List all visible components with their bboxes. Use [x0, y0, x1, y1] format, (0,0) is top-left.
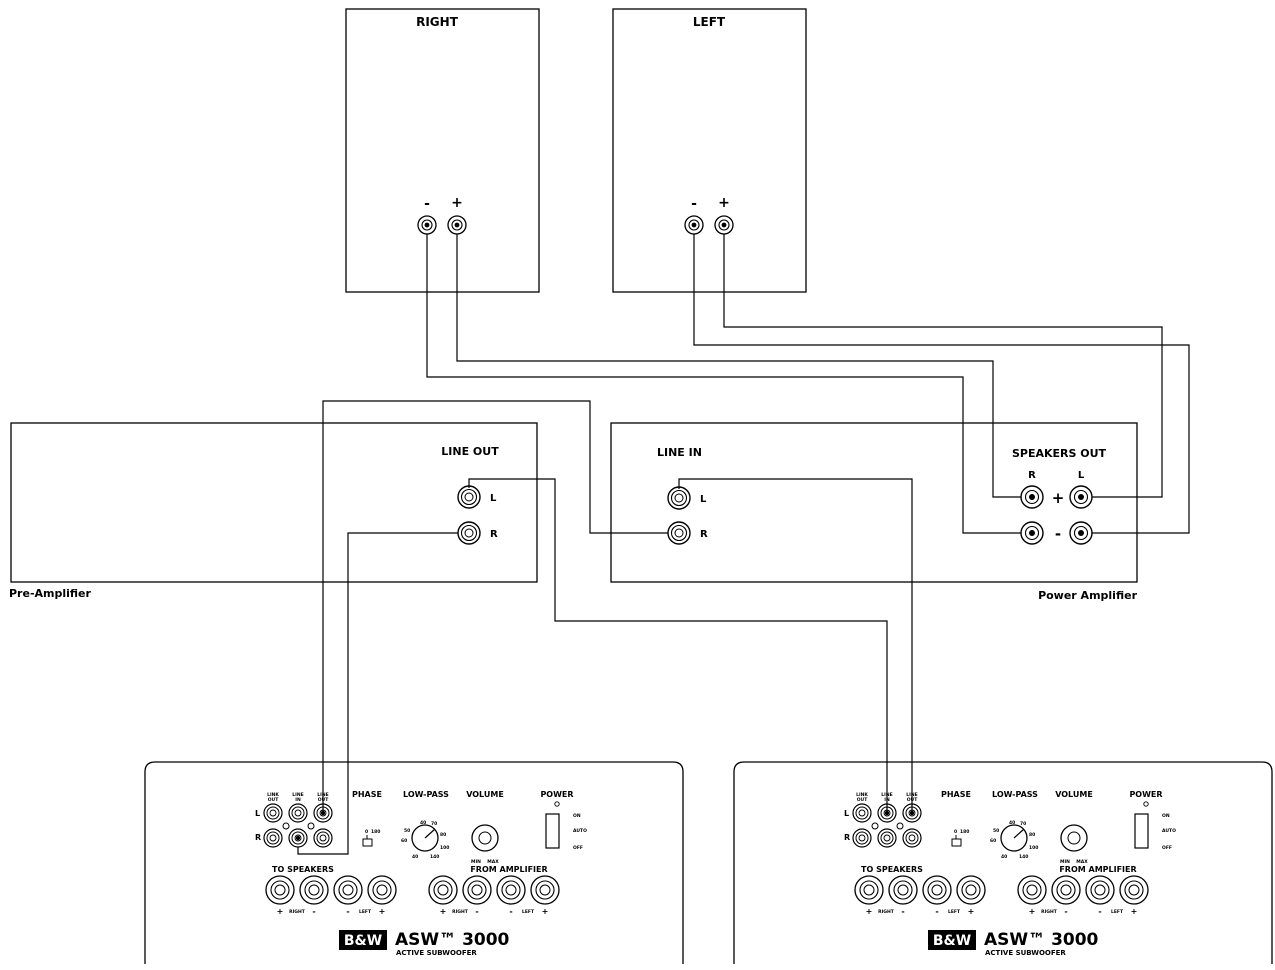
power-amplifier: LINE IN L R SPEAKERS OUT R L + - [610, 422, 1138, 602]
left-speaker-plus-terminal[interactable] [714, 215, 734, 235]
subwoofer-subtitle: ACTIVE SUBWOOFER [396, 949, 477, 957]
subwoofer-model: ASW™ 3000 [395, 930, 510, 950]
speakers-out-minus-label: - [1055, 525, 1061, 543]
wire-right-speaker-minus [426, 234, 1021, 534]
left-speaker: LEFT - + [612, 8, 807, 293]
subwoofer-subtitle: ACTIVE SUBWOOFER [985, 949, 1066, 957]
pre-amplifier-name: Pre-Amplifier [9, 587, 92, 600]
wire-end-dot [295, 835, 301, 841]
speakers-out-l-plus-terminal[interactable] [1069, 485, 1093, 509]
wire-end-dot [884, 810, 890, 816]
pre-amplifier-chassis [10, 422, 538, 583]
speakers-out-r-minus-terminal[interactable] [1020, 521, 1044, 545]
right-speaker-plus-label: + [451, 195, 463, 211]
right-speaker-cabinet [345, 8, 540, 293]
wire-end-dot [320, 810, 326, 816]
speakers-out-label: SPEAKERS OUT [1012, 447, 1107, 460]
power-amplifier-line-in-l-jack[interactable] [667, 486, 691, 510]
subwoofer-model: ASW™ 3000 [984, 930, 1099, 950]
bw-logo [928, 930, 976, 950]
power-amplifier-r-label: R [700, 529, 708, 540]
wire-left-speaker-minus [693, 234, 1190, 534]
wire-amp-l-to-sub2 [678, 478, 913, 813]
power-amplifier-name: Power Amplifier [1038, 589, 1138, 602]
left-speaker-title: LEFT [693, 15, 726, 29]
wire-preamp-l-to-sub2 [468, 478, 888, 813]
speakers-out-l-minus-terminal[interactable] [1069, 521, 1093, 545]
left-speaker-plus-label: + [718, 195, 730, 211]
left-speaker-cabinet [612, 8, 807, 293]
bw-logo [339, 930, 387, 950]
bw-logo-text: B&W [933, 933, 971, 949]
power-amplifier-l-label: L [700, 494, 707, 505]
pre-amplifier: LINE OUT L R Pre-Amplifier [9, 422, 538, 600]
wire-preamp-r-to-sub [297, 532, 458, 855]
left-speaker-minus-label: - [691, 196, 697, 212]
power-amplifier-line-in-label: LINE IN [657, 446, 702, 459]
right-speaker-minus-label: - [424, 196, 430, 212]
wire-left-speaker-plus [723, 234, 1163, 498]
pre-amplifier-line-out-r-jack[interactable] [457, 521, 481, 545]
speakers-out-r-label: R [1028, 470, 1036, 481]
wire-end-dot [909, 810, 915, 816]
subwoofer-left: B&W ASW™ 3000 ACTIVE SUBWOOFER [144, 761, 684, 965]
bw-logo-text: B&W [344, 933, 382, 949]
right-speaker: RIGHT - + [345, 8, 540, 293]
power-amplifier-chassis [610, 422, 1138, 583]
pre-amplifier-l-label: L [490, 493, 497, 504]
power-amplifier-line-in-r-jack[interactable] [667, 521, 691, 545]
pre-amplifier-line-out-label: LINE OUT [441, 445, 499, 458]
wiring [297, 234, 1190, 855]
speakers-out-plus-label: + [1052, 489, 1065, 507]
pre-amplifier-r-label: R [490, 529, 498, 540]
wire-sub-lineout-to-amp-r [322, 400, 668, 813]
pre-amplifier-line-out-l-jack[interactable] [457, 485, 481, 509]
left-speaker-minus-terminal[interactable] [684, 215, 704, 235]
subwoofer-right: B&W ASW™ 3000 ACTIVE SUBWOOFER [733, 761, 1273, 965]
right-speaker-plus-terminal[interactable] [447, 215, 467, 235]
wire-right-speaker-plus [456, 234, 1021, 498]
speakers-out-l-label: L [1078, 470, 1085, 481]
right-speaker-minus-terminal[interactable] [417, 215, 437, 235]
right-speaker-title: RIGHT [416, 15, 459, 29]
speakers-out-r-plus-terminal[interactable] [1020, 485, 1044, 509]
